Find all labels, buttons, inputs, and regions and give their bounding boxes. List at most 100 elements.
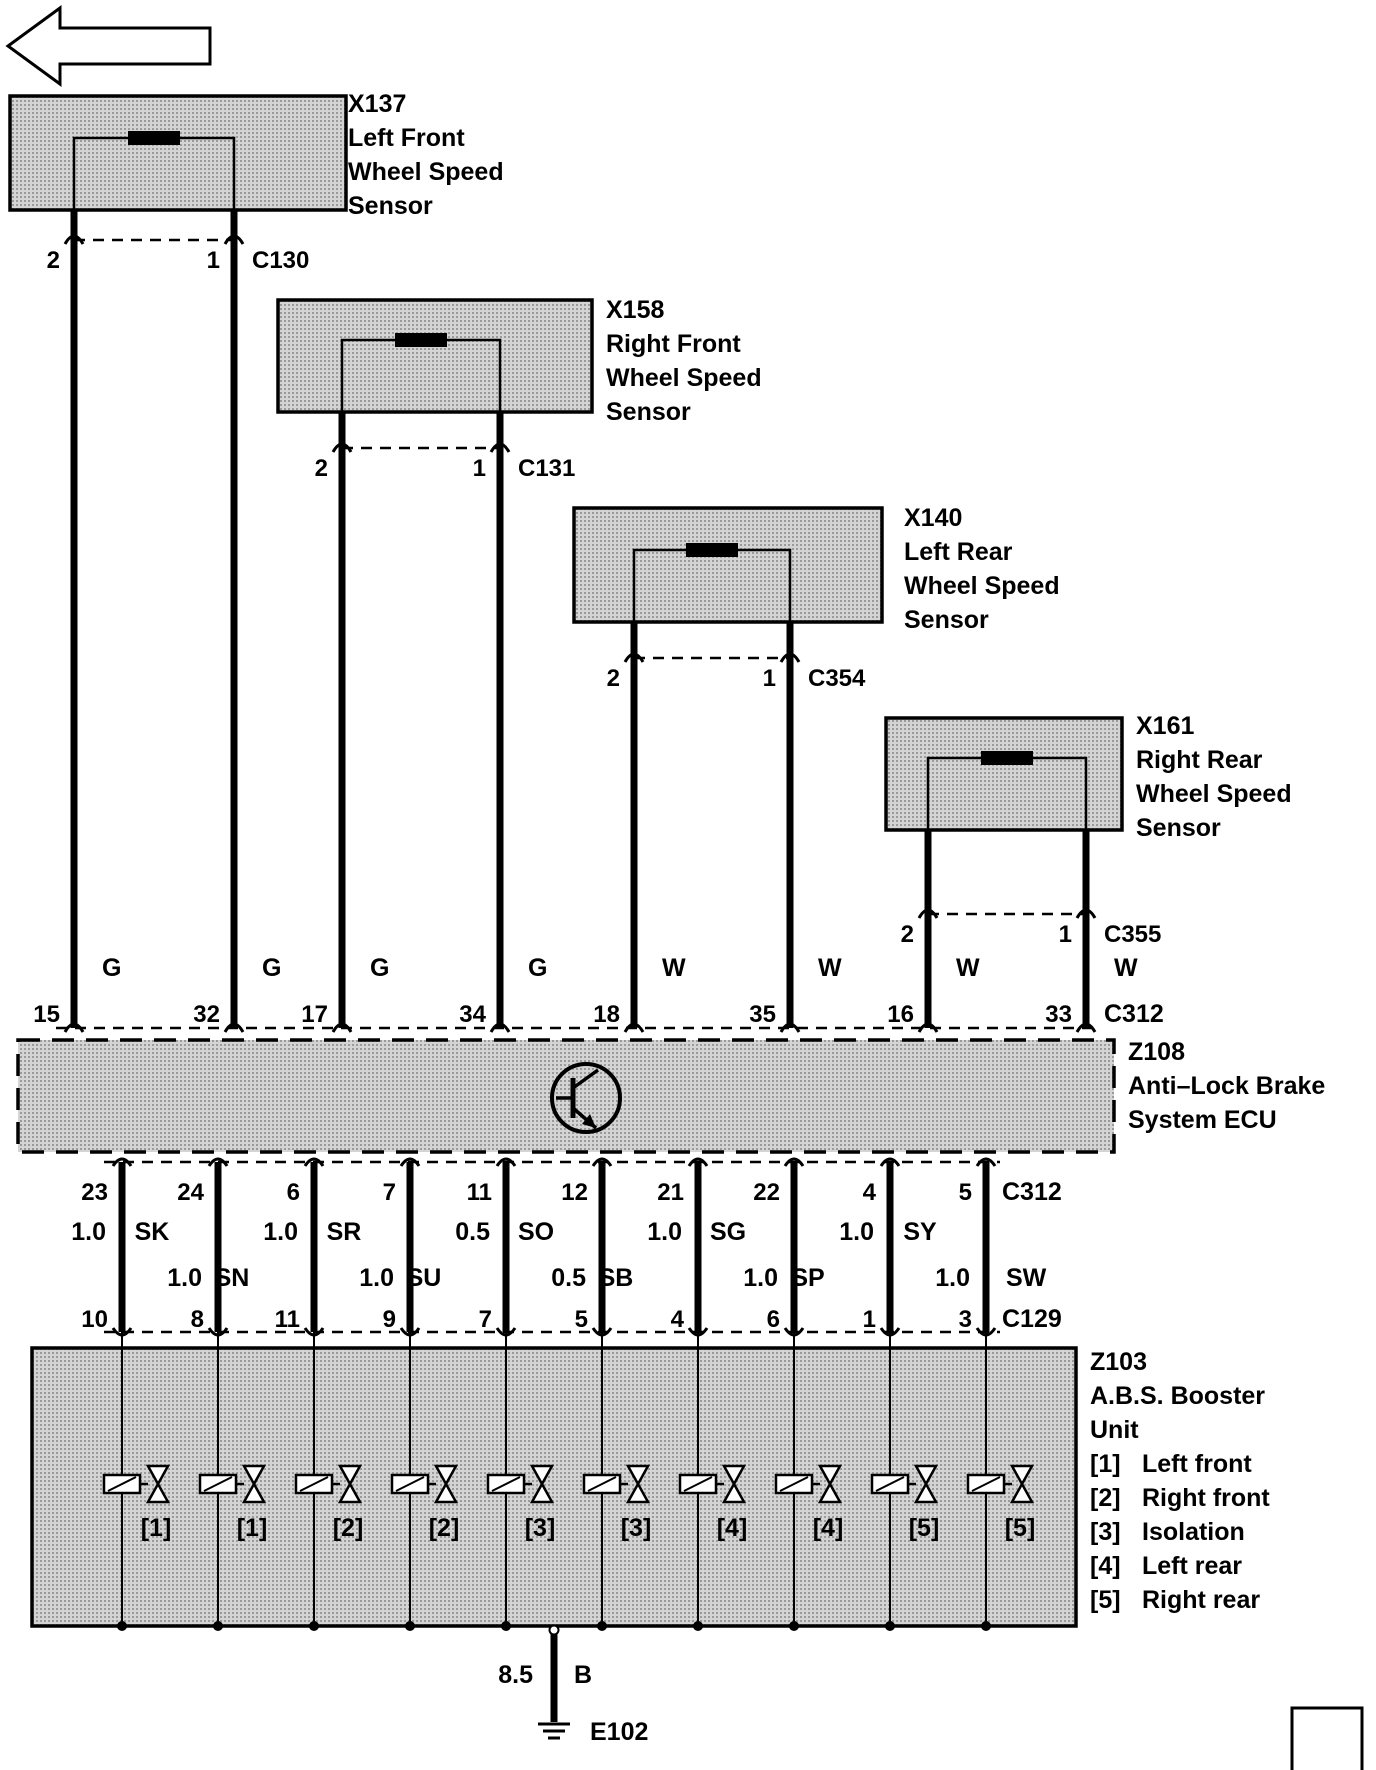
ecu-pin-number: 35 [749,1001,776,1028]
legend-text: Left front [1142,1450,1252,1478]
ecu-pin-number: 16 [887,1001,914,1028]
wire-color-label: SK [135,1218,170,1246]
wire-size-label: 1.0 [359,1264,394,1292]
ecu-pin-number: 32 [193,1001,220,1028]
wire-size-label: 1.0 [71,1218,106,1246]
valve-tag: [1] [237,1514,268,1542]
wire-size-label: 1.0 [167,1264,202,1292]
sensor-id: X140 [904,504,962,532]
valve-tag: [5] [1005,1514,1036,1542]
sensor-wire: G15 [33,210,121,1033]
ecu-pin-icon [623,1022,645,1033]
booster-pin-number: 6 [767,1306,780,1333]
connector-pin-left: 2 [315,455,328,482]
booster-pin-number: 10 [81,1306,108,1333]
sensor-wire: W 33 [1045,830,1138,1033]
wire-color-label: G [102,954,121,982]
wire-color-label: SO [518,1218,554,1246]
ground-wire-color: B [574,1661,592,1689]
ground-wire-size: 8.5 [498,1661,533,1689]
booster-pin-number: 7 [479,1306,492,1333]
ecu-pin-number: 12 [561,1179,588,1206]
ecu-pin-number: 21 [657,1179,684,1206]
sensor-name-line-1: Left Rear [904,538,1013,566]
sensor-name-line-3: Sensor [1136,814,1221,842]
legend-key: [2] [1090,1484,1121,1512]
valve-tag: [3] [621,1514,652,1542]
sensor-id: X161 [1136,712,1194,740]
ecu-pin-icon [63,1022,85,1033]
ecu-name-line-2: System ECU [1128,1106,1277,1134]
wire-color-label: SY [903,1218,937,1246]
connector-pin-right: 1 [473,455,486,482]
ecu-pin-icon [591,1157,613,1167]
valve-wire: 791.0SR [327,1157,421,1337]
valve-tag: [4] [813,1514,844,1542]
booster-name-line-1: A.B.S. Booster [1090,1382,1265,1410]
ecu-pin-number: 33 [1045,1001,1072,1028]
ecu-pin-number: 4 [863,1179,877,1206]
wire-size-label: 0.5 [551,1264,586,1292]
sensor-coil-icon [686,543,738,557]
wire-size-label: 1.0 [647,1218,682,1246]
wire-color-label: W [818,954,842,982]
back-arrow-icon[interactable] [5,5,212,87]
ecu-pin-number: 23 [81,1179,108,1206]
ecu-top-connector: C312 [1104,1000,1164,1028]
ecu-pin-icon [687,1157,709,1167]
valve-wire: 23 10 1.0 [71,1157,133,1337]
sensor-name-line-1: Right Front [606,330,741,358]
solenoid-valve-icon [102,1464,171,1504]
solenoid-valve-icon [678,1464,747,1504]
ecu-pin-number: 11 [467,1179,492,1206]
valve-tag: [2] [333,1514,364,1542]
ecu-pin-number: 24 [177,1179,204,1206]
booster-id: Z103 [1090,1348,1147,1376]
ground-id: E102 [590,1718,648,1746]
ecu-pin-icon [223,1022,245,1033]
legend-text: Isolation [1142,1518,1245,1546]
ecu-pin-icon [331,1022,353,1033]
transistor-icon [550,1062,622,1134]
wire-size-label: 1.0 [935,1264,970,1292]
legend-key: [5] [1090,1586,1121,1614]
ecu-pin-icon [1075,1022,1097,1033]
ecu-pin-number: 17 [301,1001,328,1028]
sensor-name-line-2: Wheel Speed [904,572,1060,600]
booster-name-line-2: Unit [1090,1416,1139,1444]
ecu-pin-number: 22 [753,1179,780,1206]
booster-pin-number: 1 [863,1306,876,1333]
booster-pin-number: 4 [671,1306,685,1333]
wire-color-label: SU [407,1264,442,1292]
solenoid-valve-icon [966,1464,1035,1504]
ecu-pin-number: 34 [459,1001,486,1028]
legend-text: Left rear [1142,1552,1242,1580]
ecu-pin-number: 5 [959,1179,972,1206]
ecu-pin-number: 6 [287,1179,300,1206]
booster-pin-number: 8 [191,1306,204,1333]
ecu-pin-icon [489,1022,511,1033]
ecu-pin-icon [975,1157,997,1167]
ground: 8.5 B E102 [498,1624,648,1746]
solenoid-valve-icon [582,1464,651,1504]
sensor-connector: C355 [1104,921,1161,948]
wire-color-label: W [1114,954,1138,982]
ecu-pin-icon [917,1022,939,1033]
abs-ecu: Z108 Anti–Lock Brake System ECU C312 [16,1000,1325,1154]
sensor-housing [276,298,594,414]
sensor-housing [8,94,348,212]
sensor-connector: C131 [518,455,575,482]
valve-tag: [5] [909,1514,940,1542]
connector-pin-right: 1 [1059,921,1072,948]
legend-key: [4] [1090,1552,1121,1580]
sensor-coil-icon [395,333,447,347]
sensor-wire: G17 [301,412,389,1033]
solenoid-valve-icon [774,1464,843,1504]
sensor-name-line-2: Wheel Speed [606,364,762,392]
ecu-name-line-1: Anti–Lock Brake [1128,1072,1325,1100]
